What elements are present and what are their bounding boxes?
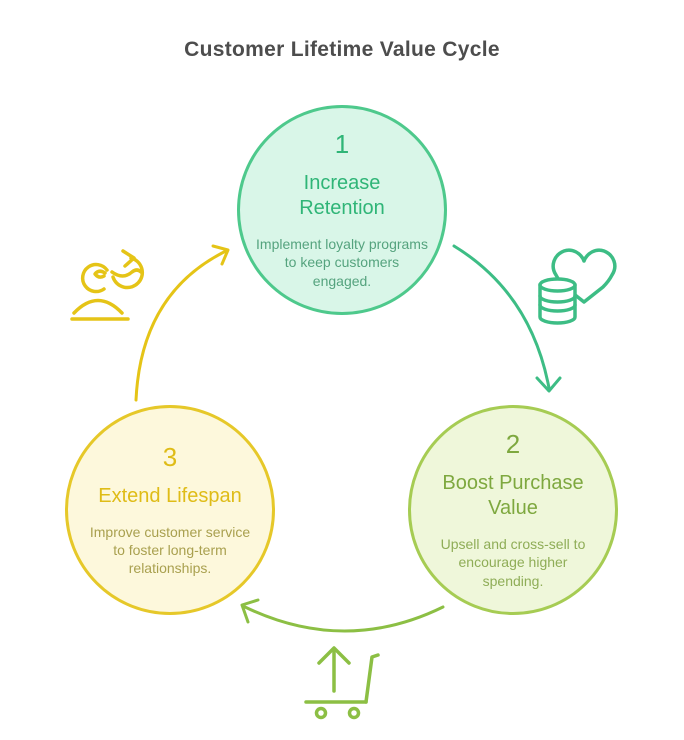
step-circle-extend-lifespan: 3 Extend Lifespan Improve customer servi… <box>65 405 275 615</box>
arrow-step2-to-step3 <box>240 598 445 633</box>
step-title: Extend Lifespan <box>98 484 242 507</box>
step-title: Increase Retention <box>299 172 385 220</box>
step-description: Implement loyalty programs to keep custo… <box>256 236 428 289</box>
cart-up-arrow-icon <box>304 646 380 720</box>
page-title: Customer Lifetime Value Cycle <box>184 38 500 61</box>
step-number: 3 <box>162 441 178 472</box>
step-circle-increase-retention: 1 Increase Retention Implement loyalty p… <box>237 105 447 315</box>
step-title: Boost Purchase Value <box>442 472 584 520</box>
arrow-step3-to-step1 <box>134 244 230 402</box>
step-description: Upsell and cross-sell to encourage highe… <box>440 536 586 589</box>
coins-heart-icon <box>538 248 617 325</box>
step-number: 2 <box>505 429 521 460</box>
arrow-step1-to-step2 <box>452 244 562 393</box>
step-description: Improve customer service to foster long-… <box>89 523 251 577</box>
step-circle-boost-purchase-value: 2 Boost Purchase Value Upsell and cross-… <box>408 405 618 615</box>
person-renewal-icon <box>70 249 145 321</box>
step-number: 1 <box>334 129 350 160</box>
